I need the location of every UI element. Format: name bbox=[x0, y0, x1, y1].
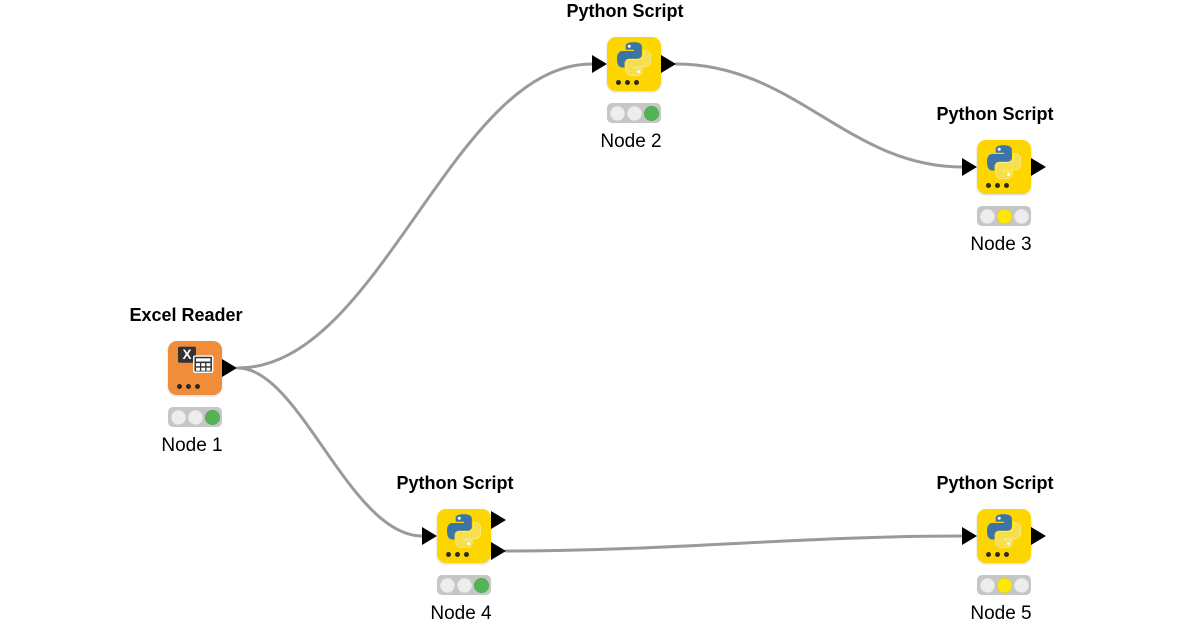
python-logo-icon bbox=[987, 145, 1021, 179]
light-yellow-slot bbox=[996, 208, 1012, 224]
light-green-slot bbox=[643, 105, 659, 121]
output-port-1[interactable] bbox=[1031, 158, 1046, 176]
node-title: Python Script bbox=[936, 473, 1054, 493]
connection-node1-node4[interactable] bbox=[236, 366, 424, 538]
node-label[interactable]: Node 1 bbox=[161, 435, 223, 456]
node-body[interactable] bbox=[977, 140, 1031, 194]
node-menu-dots[interactable] bbox=[616, 80, 639, 85]
workflow-node-1[interactable]: Excel Reader Node 1 bbox=[129, 305, 242, 456]
traffic-light bbox=[168, 407, 222, 427]
connection-node2-node3[interactable] bbox=[674, 62, 964, 169]
python-logo-icon bbox=[987, 514, 1021, 548]
light-red-slot bbox=[439, 577, 455, 593]
node-body[interactable] bbox=[168, 341, 222, 395]
python-logo-icon bbox=[447, 514, 481, 548]
node-title: Python Script bbox=[936, 104, 1054, 124]
light-red-slot bbox=[170, 409, 186, 425]
node-body[interactable] bbox=[607, 37, 661, 91]
input-port-1[interactable] bbox=[962, 158, 977, 176]
light-yellow-slot bbox=[456, 577, 472, 593]
light-green-slot bbox=[1013, 208, 1029, 224]
output-port-2[interactable] bbox=[491, 542, 506, 560]
excel-reader-icon bbox=[178, 346, 214, 376]
node-label[interactable]: Node 5 bbox=[970, 603, 1032, 624]
output-port-1[interactable] bbox=[1031, 527, 1046, 545]
light-red-slot bbox=[979, 208, 995, 224]
node-label[interactable]: Node 2 bbox=[600, 131, 662, 152]
node-menu-dots[interactable] bbox=[986, 552, 1009, 557]
output-port-1[interactable] bbox=[661, 55, 676, 73]
input-port-1[interactable] bbox=[422, 527, 437, 545]
node-title: Excel Reader bbox=[129, 305, 243, 325]
traffic-light bbox=[437, 575, 491, 595]
light-green-slot bbox=[473, 577, 489, 593]
input-port-1[interactable] bbox=[592, 55, 607, 73]
python-logo-icon bbox=[617, 42, 651, 76]
workflow-node-2[interactable]: Python Script Node 2 bbox=[566, 1, 683, 152]
node-menu-dots[interactable] bbox=[177, 384, 200, 389]
input-port-1[interactable] bbox=[962, 527, 977, 545]
node-body[interactable] bbox=[437, 509, 491, 563]
traffic-light bbox=[977, 575, 1031, 595]
light-green-slot bbox=[204, 409, 220, 425]
light-yellow-slot bbox=[626, 105, 642, 121]
workflow-node-5[interactable]: Python Script Node 5 bbox=[936, 473, 1053, 624]
connection-node1-node2[interactable] bbox=[236, 62, 594, 370]
light-green-slot bbox=[1013, 577, 1029, 593]
traffic-light bbox=[977, 206, 1031, 226]
light-red-slot bbox=[979, 577, 995, 593]
workflow-node-3[interactable]: Python Script Node 3 bbox=[936, 104, 1053, 255]
node-title: Python Script bbox=[396, 473, 514, 493]
output-port-1[interactable] bbox=[222, 359, 237, 377]
node-label[interactable]: Node 4 bbox=[430, 603, 492, 624]
light-yellow-slot bbox=[996, 577, 1012, 593]
light-red-slot bbox=[609, 105, 625, 121]
light-yellow-slot bbox=[187, 409, 203, 425]
node-menu-dots[interactable] bbox=[986, 183, 1009, 188]
connection-node4-node5[interactable] bbox=[504, 534, 964, 553]
node-title: Python Script bbox=[566, 1, 684, 21]
node-label[interactable]: Node 3 bbox=[970, 234, 1032, 255]
traffic-light bbox=[607, 103, 661, 123]
output-port-1[interactable] bbox=[491, 511, 506, 529]
node-menu-dots[interactable] bbox=[446, 552, 469, 557]
node-body[interactable] bbox=[977, 509, 1031, 563]
workflow-node-4[interactable]: Python Script Node 4 bbox=[396, 473, 513, 624]
